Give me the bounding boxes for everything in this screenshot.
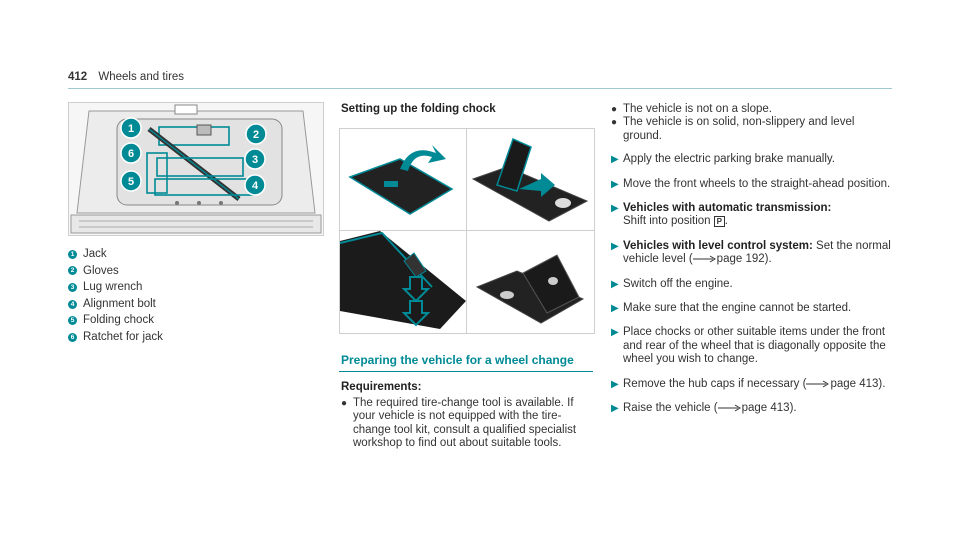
legend-item: 1 Jack [68,246,163,263]
step-end: . [724,215,728,228]
park-position-icon: P [713,215,725,227]
step-end: ). [764,253,772,266]
legend-number-badge: 5 [68,316,77,326]
step-triangle-icon: ▶ [611,178,619,190]
step-item: ▶ Switch off the engine. [611,278,896,291]
tool-kit-legend: 1 Jack 2 Gloves 3 Lug wrench 4 Alignment bol… [68,246,163,346]
legend-label: Ratchet for jack [83,330,163,343]
step-text: Vehicles with level control system: Set … [623,240,896,267]
step-text: Apply the electric parking brake manuall… [623,153,836,166]
step-item: ▶ Move the front wheels to the straight-a… [611,178,896,191]
legend-item: 3 Lug wrench [68,279,163,296]
step-triangle-icon: ▶ [611,327,619,339]
page-header: 412 Wheels and tires [68,71,184,83]
folding-chock-figure [339,128,595,334]
step-end: ). [878,377,886,390]
legend-item: 4 Alignment bolt [68,296,163,313]
legend-number-badge: 4 [68,299,77,309]
step-condition: Vehicles with level control system: [623,239,813,252]
legend-label: Jack [83,248,107,260]
step-text: Place chocks or other suitable items und… [623,326,886,366]
step-triangle-icon: ▶ [611,378,619,390]
step-end: ). [789,402,797,415]
list-item: ● The vehicle is on solid, non-slippery a… [611,116,896,143]
list-item: ● The vehicle is not on a slope. [611,103,896,116]
step-item: ▶ Raise the vehicle ( page 413). [611,402,896,415]
page-number: 412 [68,71,88,83]
callout-2: 2 [253,129,259,141]
callout-3: 3 [252,154,258,166]
section-title-rule [339,371,593,372]
step-text: Vehicles with automatic transmission: Sh… [623,202,831,229]
legend-item: 2 Gloves [68,263,163,280]
condition-text: The vehicle is not on a slope. [623,103,772,115]
section-name: Wheels and tires [98,71,185,83]
step-item: ▶ Remove the hub caps if necessary ( page… [611,378,896,391]
requirement-text: The required tire-change tool is availab… [353,397,577,450]
chock-step-3-illustration [340,231,466,329]
step-item: ▶ Apply the electric parking brake manual… [611,153,896,166]
bullet-icon: ● [341,398,348,409]
requirements-label: Requirements: [341,381,422,393]
legend-label: Alignment bolt [83,297,156,310]
panel-divider-horizontal [340,230,594,231]
chock-step-4-illustration [475,254,585,324]
page-reference-link[interactable]: page 192 [716,253,765,266]
chock-step-2-illustration [471,137,589,222]
bullet-icon: ● [611,117,618,129]
legend-number-badge: 1 [68,249,77,259]
step-body: Remove the hub caps if necessary ( [623,377,807,390]
step-text: Raise the vehicle ( page 413). [623,402,797,415]
step-text: Move the front wheels to the straight-ah… [623,177,891,190]
step-item: ▶ Vehicles with automatic transmission: … [611,202,896,229]
callout-4: 4 [252,180,259,192]
tool-kit-figure: 1 2 3 4 5 6 [68,102,324,236]
step-triangle-icon: ▶ [611,240,619,252]
procedure-column: ● The vehicle is not on a slope. ● The veh… [611,103,896,427]
step-condition: Vehicles with automatic transmission: [623,202,832,215]
legend-item: 5 Folding chock [68,312,163,329]
page-reference-link[interactable]: page 413 [741,402,790,415]
page-reference-arrow-icon [806,380,830,388]
legend-number-badge: 3 [68,282,77,292]
page-reference-arrow-icon [692,255,716,263]
step-text: Remove the hub caps if necessary ( page 4… [623,378,885,391]
chock-heading: Setting up the folding chock [341,103,496,115]
header-rule [68,88,892,89]
step-item: ▶ Place chocks or other suitable items un… [611,326,896,366]
legend-item: 6 Ratchet for jack [68,329,163,346]
step-triangle-icon: ▶ [611,403,619,415]
legend-number-badge: 6 [68,332,77,342]
legend-label: Folding chock [83,314,154,327]
step-item: ▶ Make sure that the engine cannot be sta… [611,302,896,315]
callout-1: 1 [128,123,134,135]
requirements-list: ● The required tire-change tool is avail… [341,397,591,451]
legend-label: Lug wrench [83,281,143,294]
step-triangle-icon: ▶ [611,278,619,290]
bullet-icon: ● [611,104,618,115]
step-body: Set the normal vehicle level ( [623,239,891,266]
step-triangle-icon: ▶ [611,203,619,215]
step-item: ▶ Vehicles with level control system: Se… [611,240,896,267]
tool-kit-illustration: 1 2 3 4 5 6 [69,103,323,235]
step-body: Raise the vehicle ( [623,402,718,415]
condition-text: The vehicle is on solid, non-slippery an… [623,116,855,142]
callout-5: 5 [128,176,134,188]
step-triangle-icon: ▶ [611,154,619,166]
legend-number-badge: 2 [68,266,77,276]
step-body: Shift into position [623,215,711,228]
section-title: Preparing the vehicle for a wheel change [341,353,574,367]
panel-divider-vertical [466,129,467,333]
step-text: Switch off the engine. [623,277,733,290]
list-item: ● The required tire-change tool is avail… [341,397,591,451]
conditions-list: ● The vehicle is not on a slope. ● The veh… [611,103,896,143]
legend-label: Gloves [83,264,119,277]
step-text: Make sure that the engine cannot be star… [623,302,852,315]
page-reference-link[interactable]: page 413 [830,377,879,390]
page-reference-arrow-icon [717,404,741,412]
callout-6: 6 [128,148,134,160]
step-triangle-icon: ▶ [611,303,619,315]
chock-step-1-illustration [348,145,454,215]
steps-list: ▶ Apply the electric parking brake manual… [611,153,896,415]
